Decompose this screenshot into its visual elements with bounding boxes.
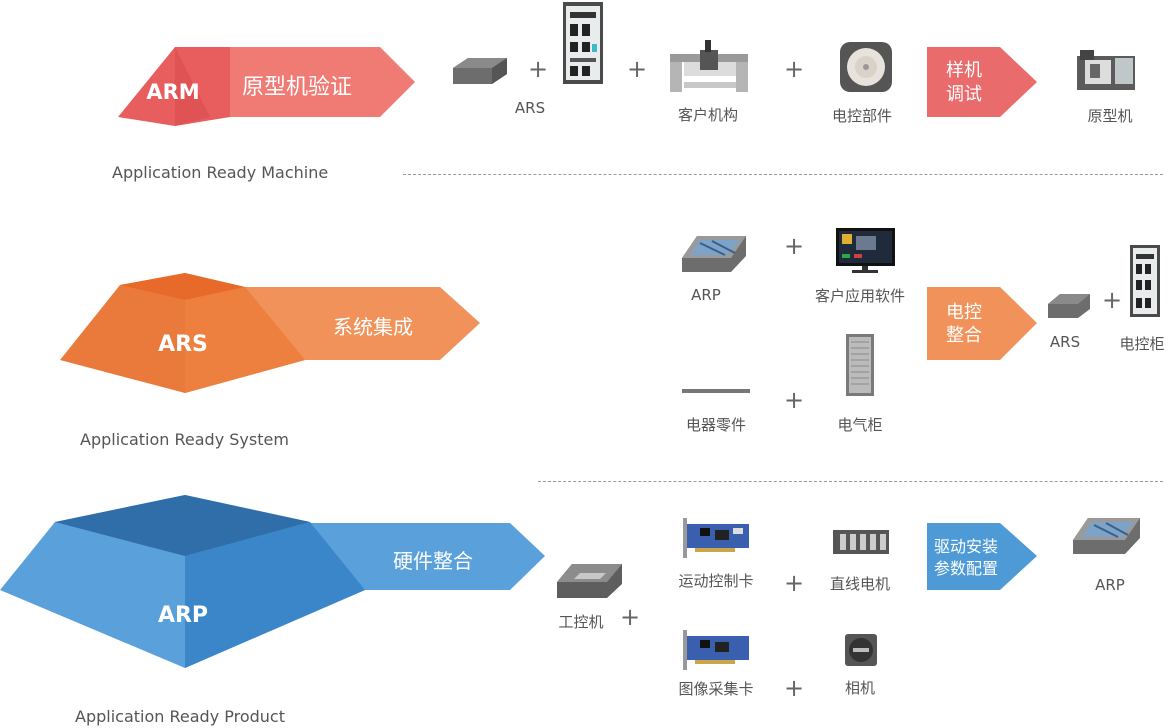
ars-title: 系统集成 (333, 315, 413, 339)
ars-step-line1: 电控 (946, 302, 982, 323)
arp-box-icon-2 (1073, 518, 1140, 554)
customer-software-label: 客户应用软件 (814, 287, 905, 305)
linear-motor-label: 直线电机 (829, 575, 890, 593)
arp-step-arrow (927, 523, 1037, 590)
plus-sign: + (784, 569, 805, 597)
ipc-label: 工控机 (558, 613, 604, 631)
motion-card-icon (683, 518, 749, 558)
monitor-software-icon (836, 228, 895, 273)
linear-motor-icon (833, 530, 889, 554)
ars-subtitle: Application Ready System (80, 430, 289, 449)
customer-mechanism-icon (670, 40, 748, 92)
ars-step-line2: 整合 (946, 325, 982, 346)
ars-banner-shape (60, 273, 480, 393)
ars-code: ARS (158, 332, 208, 357)
motion-card-label: 运动控制卡 (678, 572, 754, 590)
plus-sign: + (627, 55, 648, 83)
electric-control-parts-label: 电控部件 (831, 107, 892, 125)
plus-sign: + (1102, 286, 1123, 314)
arp-step-line2: 参数配置 (934, 559, 999, 578)
ars-block-icon (453, 58, 507, 84)
electrical-parts-label: 电器零件 (685, 416, 746, 434)
section-separator-2 (538, 481, 1163, 482)
ars-label: ARS (514, 99, 546, 117)
plus-sign: + (784, 55, 805, 83)
ipc-icon (557, 564, 622, 598)
arm-step-line2: 调试 (946, 84, 982, 105)
customer-mechanism-label: 客户机构 (677, 106, 738, 124)
ars-result-label: ARS (1049, 333, 1081, 351)
arp-result-label: ARP (1095, 576, 1125, 594)
arm-title: 原型机验证 (242, 75, 353, 100)
image-card-label: 图像采集卡 (678, 680, 754, 698)
electric-cabinet-icon (563, 2, 603, 84)
section-separator-1 (403, 174, 1163, 175)
ars-step-arrow (927, 287, 1037, 360)
plus-sign: + (528, 55, 549, 83)
arm-step-arrow (927, 47, 1037, 117)
camera-icon (845, 634, 877, 666)
motor-icon (840, 42, 892, 92)
prototype-label: 原型机 (1087, 107, 1133, 125)
arp-banner-shape (0, 495, 545, 668)
arp-box-icon (682, 236, 746, 272)
plus-sign: + (784, 232, 805, 260)
image-card-icon (683, 630, 749, 670)
arm-code: ARM (146, 80, 200, 104)
electric-cabinet-icon-2 (1130, 245, 1160, 317)
arp-label: ARP (691, 286, 721, 304)
electrical-cabinet-label: 电气柜 (837, 416, 883, 434)
electrical-parts-icon (682, 389, 750, 393)
plus-sign: + (784, 386, 805, 414)
control-cabinet-label: 电控柜 (1119, 335, 1165, 353)
ars-block-icon-2 (1048, 294, 1090, 318)
plus-sign: + (784, 674, 805, 702)
prototype-machine-icon (1077, 50, 1135, 90)
electrical-cabinet-icon (846, 334, 874, 396)
arm-banner-shape (118, 47, 415, 126)
arm-subtitle: Application Ready Machine (112, 163, 329, 182)
arp-title: 硬件整合 (393, 549, 473, 573)
camera-label: 相机 (844, 679, 875, 697)
arm-step-line1: 样机 (946, 60, 982, 81)
plus-sign: + (620, 603, 641, 631)
arp-code: ARP (157, 603, 209, 628)
arp-step-line1: 驱动安装 (934, 537, 999, 556)
arp-subtitle: Application Ready Product (75, 707, 285, 726)
